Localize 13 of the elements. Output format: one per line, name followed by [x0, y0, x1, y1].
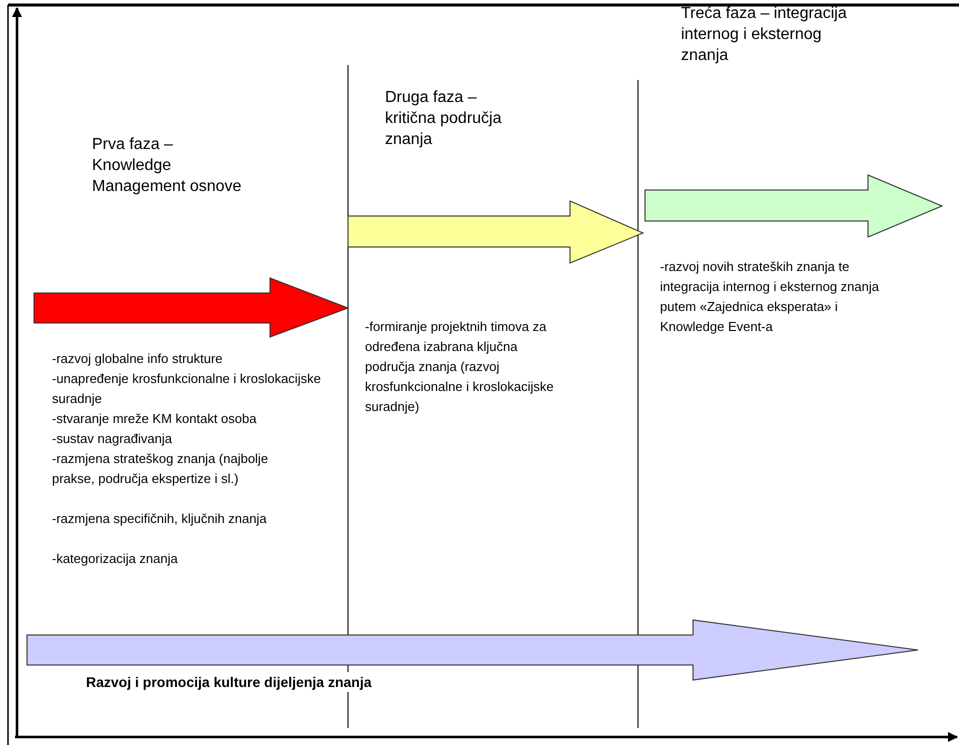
- list-item: -razmjena strateškog znanja (najbolje prakse, područja ekspertize i sl.): [52, 450, 270, 488]
- description-text: -formiranje projektnih timova za određena izabrana ključna područja znanja (razvoj krosfunkcionalne i kroslokacijske suradnje): [365, 318, 555, 416]
- list-item: -unapređenje krosfunkcionalne i kroslokacijske suradnje: [52, 370, 322, 408]
- list-item: -sustav nagrađivanja: [52, 430, 173, 448]
- list-item: -kategorizacija znanja: [52, 550, 179, 568]
- list-item: -razmjena specifičnih, ključnih znanja: [52, 510, 268, 528]
- caption-text: Razvoj i promocija kulture dijeljenja znanja: [86, 672, 372, 692]
- list-item: -stvaranje mreže KM kontakt osoba: [52, 410, 258, 428]
- description-text: -razvoj novih strateških znanja te integracija internog i eksternog znanja putem «Zajednica eksperata» i Knowledge Event-a: [660, 258, 880, 336]
- list-item: -razvoj globalne info strukture: [52, 350, 224, 368]
- phase-heading: Druga faza – kritična područja znanja: [385, 88, 502, 150]
- phase-heading: Prva faza – Knowledge Management osnove: [92, 135, 242, 197]
- phase-heading: Treća faza – integracija internog i eksternog znanja: [681, 4, 848, 66]
